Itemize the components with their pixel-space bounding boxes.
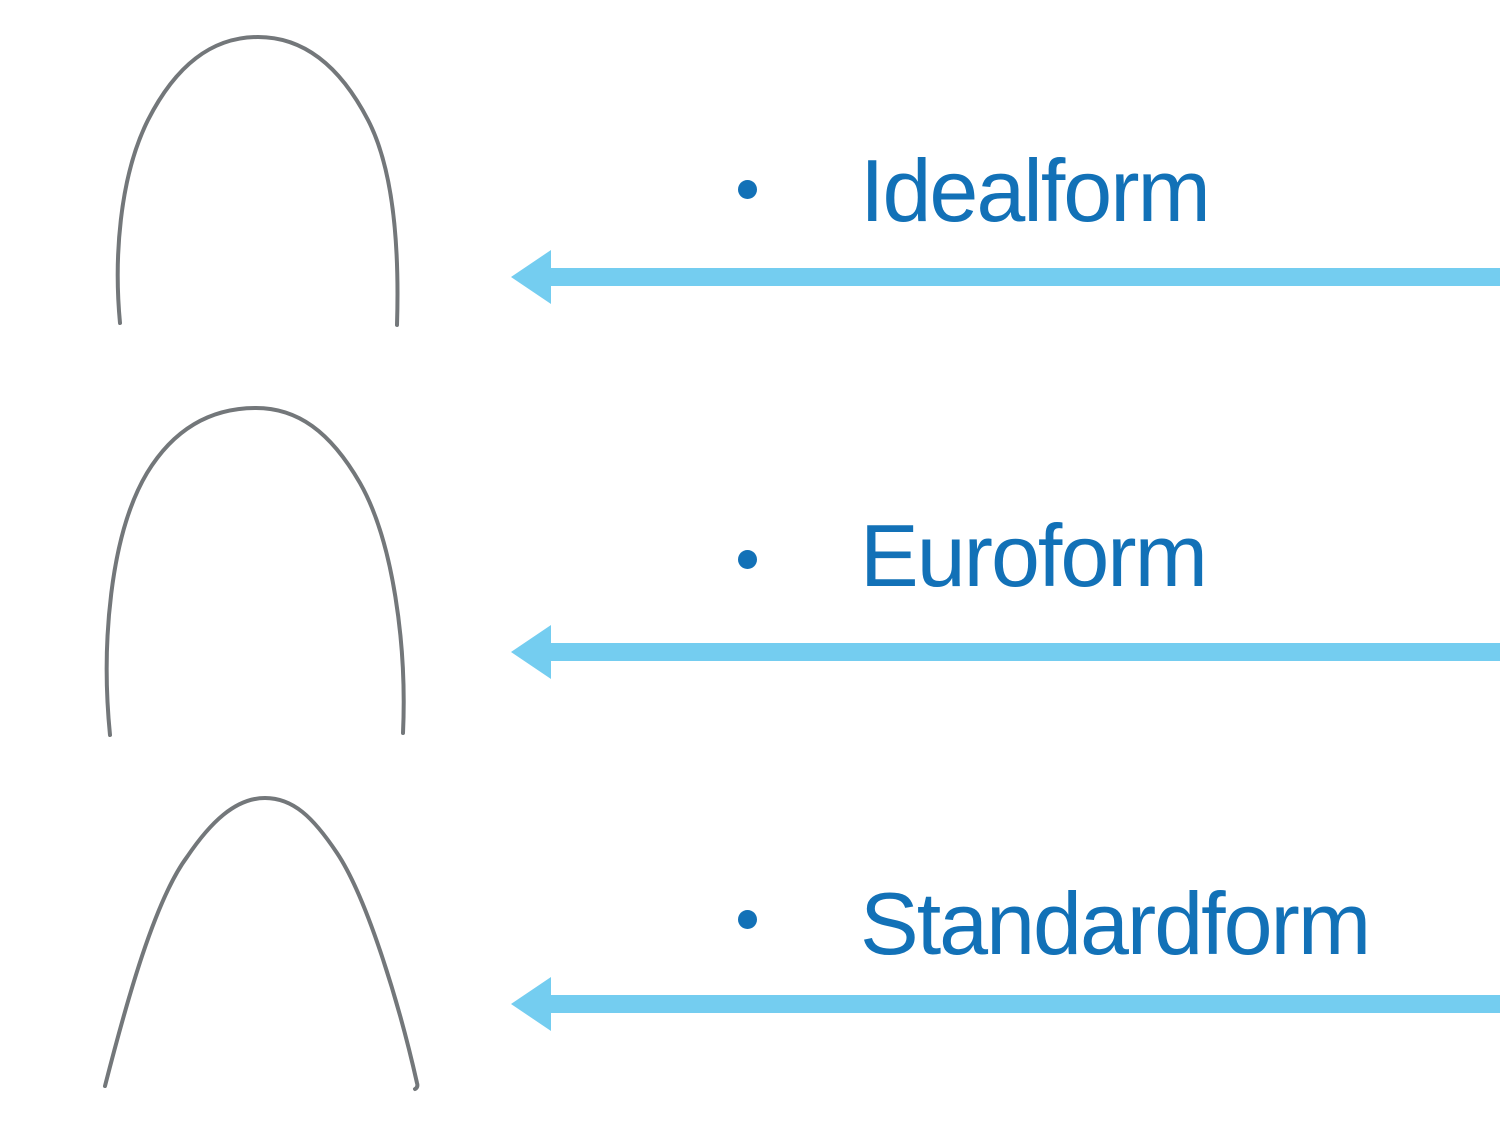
bullet-icon — [738, 550, 757, 569]
left-arrow-icon — [511, 625, 1500, 679]
left-arrow-icon — [511, 977, 1500, 1031]
standardform-wire-image — [103, 795, 420, 1091]
bullet-icon — [738, 910, 757, 929]
left-arrow-icon — [511, 250, 1500, 304]
euroform-wire-image — [104, 405, 406, 737]
idealform-label: Idealform — [860, 141, 1211, 240]
standardform-label: Standardform — [860, 874, 1371, 973]
bullet-icon — [738, 180, 757, 199]
idealform-wire-image — [115, 34, 400, 327]
euroform-label: Euroform — [860, 506, 1208, 605]
